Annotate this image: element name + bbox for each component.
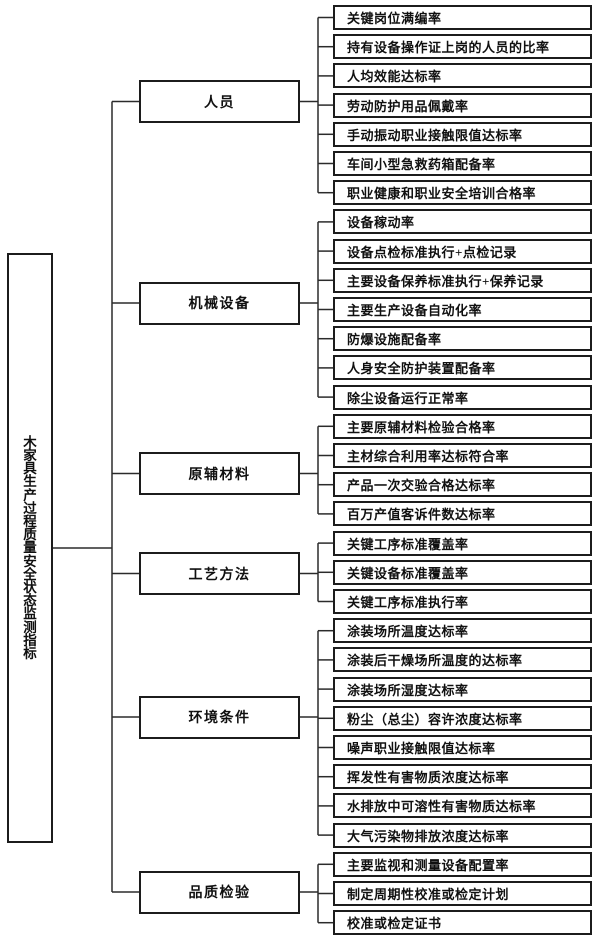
- leaf-node: 劳动防护用品佩戴率: [333, 92, 592, 118]
- leaf-node: 主要生产设备自动化率: [333, 297, 592, 322]
- root-label-char: 家: [23, 447, 37, 463]
- leaf-node: 除尘设备运行正常率: [333, 384, 592, 410]
- leaf-node: 防爆设施配备率: [333, 326, 592, 352]
- root-label-char: 质: [23, 527, 37, 543]
- leaf-node: 水排放中可溶性有害物质达标率: [333, 793, 592, 819]
- leaf-node: 制定周期性校准或检定计划: [333, 881, 592, 906]
- leaf-node: 人身安全防护装置配备率: [333, 355, 592, 381]
- leaf-node: 手动振动职业接触限值达标率: [333, 121, 592, 147]
- leaf-node: 噪声职业接触限值达标率: [333, 735, 592, 760]
- leaf-node: 主要设备保养标准执行+保养记录: [333, 267, 592, 293]
- leaf-node: 粉尘（总尘）容许浓度达标率: [333, 705, 592, 731]
- leaf-node: 持有设备操作证上岗的人员的比率: [333, 34, 592, 60]
- leaf-node: 关键工序标准覆盖率: [333, 530, 592, 556]
- leaf-node: 涂装场所湿度达标率: [333, 676, 592, 702]
- leaf-node: 涂装后干燥场所温度的达标率: [333, 647, 592, 673]
- leaf-node: 人均效能达标率: [333, 63, 592, 89]
- leaf-node: 挥发性有害物质浓度达标率: [333, 764, 592, 790]
- root-label-char: 生: [23, 474, 37, 490]
- leaf-node: 车间小型急救药箱配备率: [333, 151, 592, 176]
- leaf-node: 关键岗位满编率: [333, 5, 592, 30]
- category-node: 机械设备: [139, 281, 300, 325]
- root-label-char: 过: [23, 500, 37, 516]
- leaf-node: 设备点检标准执行+点检记录: [333, 238, 592, 264]
- leaf-node: 设备稼动率: [333, 209, 592, 235]
- root-label-char: 监: [23, 606, 37, 622]
- category-node: 环境条件: [139, 695, 300, 739]
- root-label-char: 木: [23, 434, 37, 450]
- leaf-node: 涂装场所温度达标率: [333, 618, 592, 644]
- leaf-node: 产品一次交验合格达标率: [333, 472, 592, 498]
- root-label-char: 测: [23, 619, 37, 635]
- category-node: 原辅材料: [139, 452, 300, 495]
- root-label-char: 标: [23, 646, 37, 662]
- leaf-node: 校准或检定证书: [333, 910, 592, 936]
- leaf-node: 关键工序标准执行率: [333, 589, 592, 614]
- category-node: 人员: [139, 80, 300, 123]
- root-node: 木家具生产过程质量安全状态监测指标: [7, 253, 53, 843]
- root-label-char: 状: [23, 580, 37, 595]
- root-label-char: 指: [23, 632, 37, 648]
- leaf-node: 大气污染物排放浓度达标率: [333, 822, 592, 848]
- root-label-char: 全: [23, 566, 37, 582]
- root-label-char: 量: [23, 540, 37, 556]
- leaf-node: 主要原辅材料检验合格率: [333, 413, 592, 439]
- root-label-char: 程: [23, 513, 37, 529]
- root-label-char: 安: [23, 553, 37, 569]
- category-node: 品质检验: [139, 870, 300, 914]
- root-label-char: 态: [23, 593, 37, 609]
- leaf-node: 关键设备标准覆盖率: [333, 559, 592, 585]
- leaf-node: 职业健康和职业安全培训合格率: [333, 180, 592, 206]
- root-label-char: 产: [23, 487, 37, 503]
- leaf-node: 主要监视和测量设备配置率: [333, 851, 592, 877]
- leaf-node: 主材综合利用率达标符合率: [333, 443, 592, 468]
- root-label-char: 具: [23, 461, 37, 477]
- leaf-node: 百万产值客诉件数达标率: [333, 501, 592, 527]
- category-node: 工艺方法: [139, 552, 300, 595]
